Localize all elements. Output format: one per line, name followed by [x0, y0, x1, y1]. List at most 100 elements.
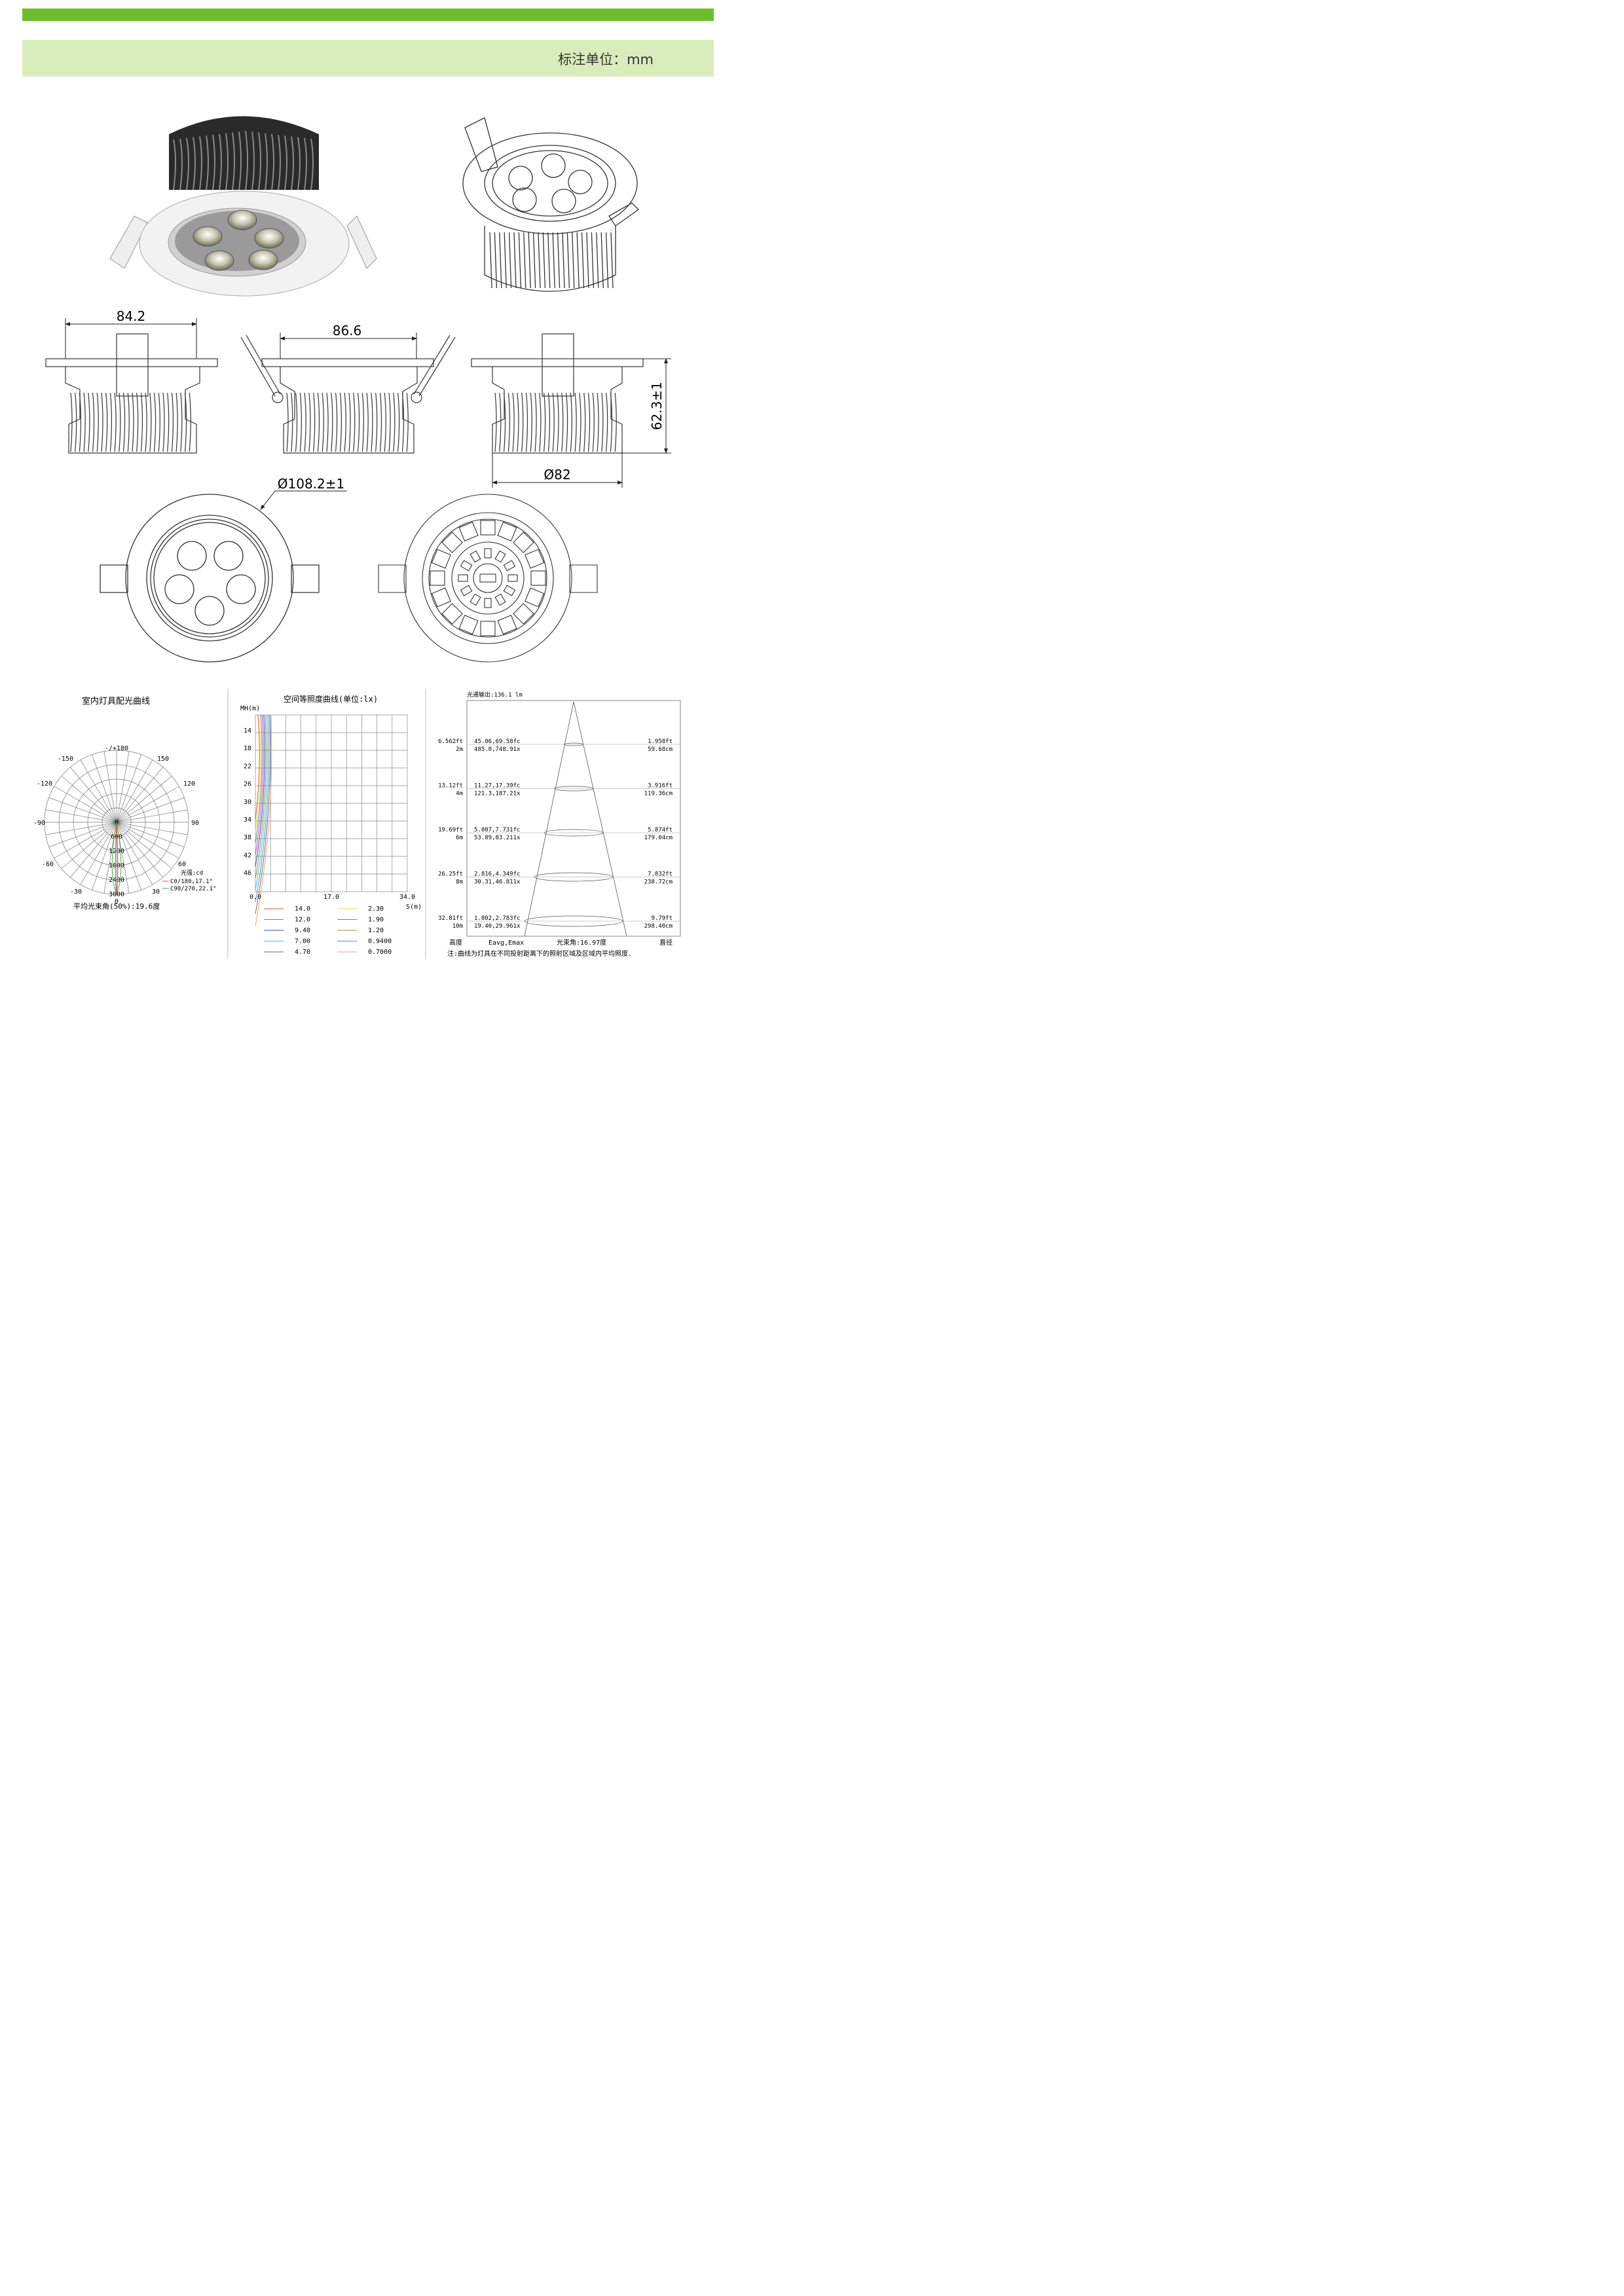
cone-foot-diam: 直径 [659, 938, 673, 947]
iso-y-tick: 38 [244, 834, 251, 841]
polar-unit: 光强:cd [181, 869, 203, 877]
iso-legend-value: 9.40 [295, 927, 310, 934]
drawing-canvas: 84.2 86.6 62.3±1 Ø82 Ø108.2±1 室内灯具配光曲线 -… [33, 116, 681, 959]
polar-angle-label: -60 [42, 861, 54, 868]
cone-lx: 53.89,83.211x [474, 835, 521, 841]
cone-lx: 19.40,29.961x [474, 923, 521, 930]
cone-dcm: 238.72cm [644, 879, 673, 886]
polar-curve-c90 [111, 822, 122, 894]
polar-angle-label: -120 [37, 780, 52, 788]
polar-angle-label: 150 [157, 756, 169, 763]
cone-ellipse [554, 786, 593, 792]
iso-y-tick: 22 [244, 763, 251, 770]
product-line-iso [462, 117, 640, 292]
polar-angle-label: -30 [70, 888, 82, 896]
cone-ellipse [564, 742, 583, 746]
dimension-lines [65, 318, 671, 510]
cone-fc: 11.27,17.39fc [474, 783, 520, 790]
front-plan-view [100, 494, 320, 663]
polar-angle-label: 0 [115, 898, 119, 905]
elevation-views [45, 333, 644, 454]
cone-foot-eavg: Eavg,Emax [489, 939, 524, 947]
cone-dft: 1.958ft [648, 738, 673, 745]
cone-foot-beam: 光束角:16.97度 [557, 938, 606, 947]
polar-angle-label: 30 [152, 888, 160, 896]
iso-legend-value: 2.30 [368, 905, 384, 913]
polar-radial-label: 1200 [109, 848, 124, 855]
polar-angle-label: 60 [178, 861, 186, 868]
cone-m: 4m [456, 791, 463, 797]
cone-lx: 485.0,748.91x [474, 746, 521, 753]
polar-beam-text: 平均光束角(50%):19.6度 [73, 902, 160, 911]
iso-s-label: S(m) [406, 903, 422, 911]
cone-foot-height: 高度 [449, 938, 462, 947]
iso-legend-value: 12.0 [295, 917, 310, 924]
iso-legend-value: 0.9400 [368, 938, 392, 945]
iso-x-tick: 17.0 [323, 894, 339, 901]
polar-radial-label: 1800 [109, 862, 124, 869]
iso-y-tick: 18 [244, 745, 251, 752]
cone-ellipse [544, 829, 604, 837]
header-band: 标注单位：mm [22, 40, 714, 77]
iso-x-tick: 34.0 [399, 894, 415, 901]
iso-mh-label: MH(m) [240, 705, 260, 712]
polar-angle-label: -150 [58, 756, 73, 763]
iso-grid [255, 714, 408, 892]
dim-cutout: Ø82 [544, 467, 570, 483]
iso-y-tick: 46 [244, 870, 251, 877]
cone-ft: 19.69ft [438, 827, 463, 833]
iso-legend-value: 0.7000 [368, 949, 392, 956]
polar-angle-label: -90 [33, 820, 45, 827]
cone-dft: 5.874ft [648, 827, 673, 833]
cone-lx: 121.3,187.21x [474, 791, 521, 797]
cone-fc: 45.06,69.58fc [474, 738, 520, 745]
iso-y-tick: 26 [244, 781, 251, 788]
polar-curve-c0 [115, 822, 119, 896]
product-render [109, 116, 377, 297]
cone-dcm: 298.40cm [644, 923, 673, 930]
dim-width-side: 86.6 [333, 323, 362, 338]
cone-frame [466, 700, 681, 937]
cone-note: 注:曲线为灯具在不同投射距离下的照射区域及区域内平均照度. [447, 949, 632, 958]
cone-dcm: 119.36cm [644, 791, 673, 797]
iso-x-tick: 0.0 [249, 894, 261, 901]
cone-dft: 9.79ft [651, 915, 673, 922]
dim-diameter: Ø108.2±1 [278, 476, 344, 492]
cone-ft: 6.562ft [438, 738, 463, 745]
cone-shape [524, 701, 627, 937]
back-plan-view [378, 494, 598, 663]
cone-lx: 30.31,46.811x [474, 879, 521, 886]
cone-dcm: 179.04cm [644, 835, 673, 841]
iso-legend-value: 1.20 [368, 927, 384, 934]
cone-ft: 32.81ft [438, 915, 463, 922]
cone-flux: 光通输出:136.1 lm [467, 691, 523, 699]
iso-legend-value: 7.00 [295, 938, 310, 945]
cone-fc: 5.007,7.731fc [474, 827, 520, 833]
polar-title: 室内灯具配光曲线 [82, 696, 150, 706]
dim-width-front: 84.2 [117, 308, 146, 324]
cone-ellipse [534, 872, 614, 882]
polar-angle-label: 90 [191, 820, 199, 827]
iso-curves [255, 714, 272, 926]
polar-legend-c90: C90/270,22.1° [170, 886, 216, 892]
cone-m: 8m [456, 879, 463, 886]
iso-legend-value: 1.90 [368, 917, 384, 924]
cone-dft: 3.916ft [648, 783, 673, 790]
cone-m: 2m [456, 746, 463, 753]
cone-dft: 7.832ft [648, 871, 673, 878]
iso-y-tick: 34 [244, 816, 251, 824]
polar-angle-label: -/+180 [105, 745, 128, 752]
iso-y-tick: 14 [244, 727, 251, 735]
unit-label: 标注单位：mm [558, 52, 654, 67]
iso-title: 空间等照度曲线(单位:lx) [284, 694, 378, 704]
cone-ft: 26.25ft [438, 871, 463, 878]
iso-legend-value: 4.70 [295, 949, 310, 956]
dim-height: 62.3±1 [649, 382, 665, 430]
cone-m: 10m [452, 923, 463, 930]
polar-radial-label: 600 [111, 833, 122, 841]
polar-angle-label: 120 [183, 780, 195, 788]
cone-ellipse [524, 915, 623, 927]
iso-y-tick: 30 [244, 799, 251, 806]
top-green-bar [22, 9, 714, 21]
iso-legend-value: 14.0 [295, 905, 310, 913]
